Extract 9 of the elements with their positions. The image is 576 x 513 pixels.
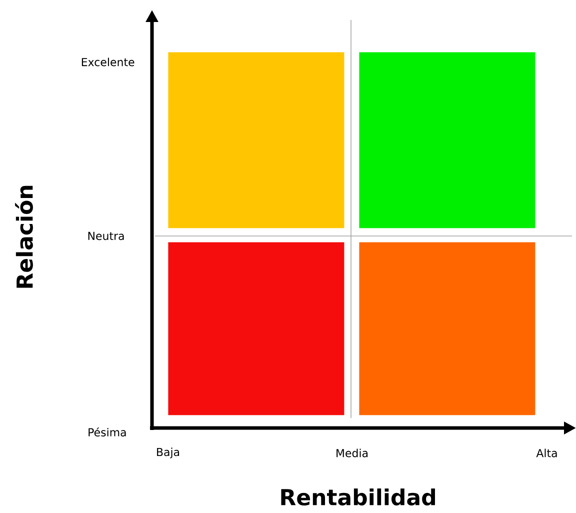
quadrant-box (168, 242, 344, 416)
axis-title: Rentabilidad (281, 488, 435, 506)
tick-label: Neutra (88, 232, 124, 240)
quadrant-box (359, 242, 536, 416)
quadrant-box (359, 52, 536, 228)
tick-label: Baja (157, 448, 180, 458)
tick-label: Media (336, 448, 368, 458)
axis-title: Relación (15, 186, 33, 288)
quadrant-box (168, 52, 344, 228)
